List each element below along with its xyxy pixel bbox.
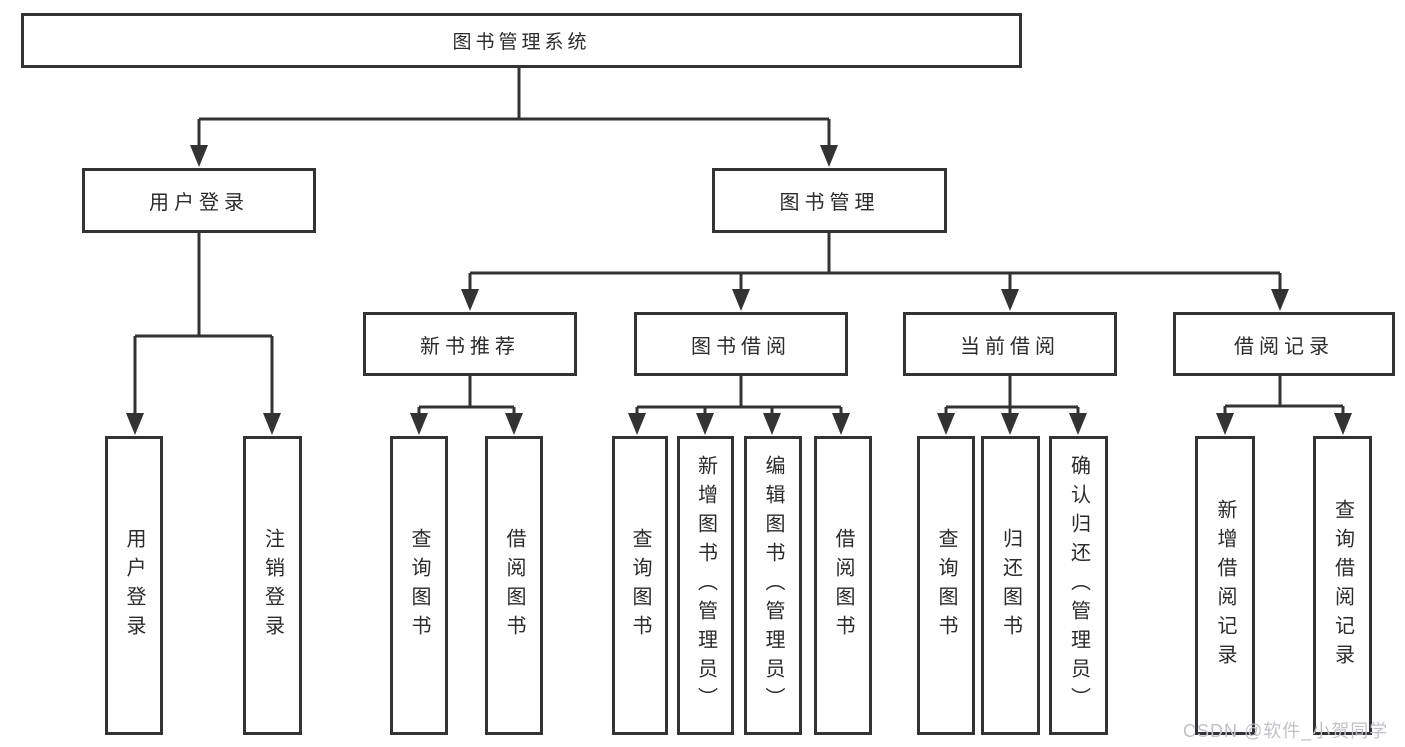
leaf-add-borrow-record-label: 新增借阅记录 bbox=[1214, 498, 1236, 673]
node-book-management: 图书管理 bbox=[712, 168, 947, 233]
leaf-borrow-books-2-label: 借阅图书 bbox=[832, 527, 854, 644]
leaf-user-login-label: 用户登录 bbox=[123, 527, 145, 644]
node-current-borrow: 当前借阅 bbox=[903, 312, 1117, 376]
csdn-watermark: CSDN @软件_小贺同学 bbox=[1183, 721, 1389, 741]
leaf-return-books: 归还图书 bbox=[981, 436, 1040, 735]
leaf-add-books-admin: 新增图书（管理员） bbox=[677, 436, 734, 735]
leaf-borrow-books-2: 借阅图书 bbox=[814, 436, 872, 735]
connector-paths bbox=[133, 68, 1345, 415]
leaf-query-borrow-record: 查询借阅记录 bbox=[1313, 436, 1372, 735]
leaf-query-books-3: 查询图书 bbox=[917, 436, 975, 735]
leaf-query-books-1: 查询图书 bbox=[390, 436, 448, 735]
leaf-logout: 注销登录 bbox=[243, 436, 302, 735]
leaf-confirm-return-admin: 确认归还（管理员） bbox=[1049, 436, 1108, 735]
leaf-borrow-books-1-label: 借阅图书 bbox=[503, 527, 525, 644]
leaf-confirm-return-admin-label: 确认归还（管理员） bbox=[1067, 455, 1090, 716]
node-book-borrow: 图书借阅 bbox=[634, 312, 848, 376]
leaf-edit-books-admin-label: 编辑图书（管理员） bbox=[762, 455, 784, 716]
leaf-edit-books-admin: 编辑图书（管理员） bbox=[744, 436, 802, 735]
leaf-query-books-3-label: 查询图书 bbox=[935, 527, 957, 644]
leaf-logout-label: 注销登录 bbox=[261, 527, 284, 644]
node-user-login: 用户登录 bbox=[82, 168, 316, 233]
leaf-add-books-admin-label: 新增图书（管理员） bbox=[694, 455, 717, 716]
leaf-query-borrow-record-label: 查询借阅记录 bbox=[1331, 498, 1354, 673]
leaf-query-books-2: 查询图书 bbox=[612, 436, 668, 735]
leaf-query-books-1-label: 查询图书 bbox=[408, 527, 430, 644]
leaf-query-books-2-label: 查询图书 bbox=[629, 527, 651, 644]
node-root: 图书管理系统 bbox=[21, 13, 1022, 68]
arrowheads bbox=[126, 145, 1352, 435]
leaf-user-login: 用户登录 bbox=[105, 436, 163, 735]
node-borrow-records: 借阅记录 bbox=[1173, 312, 1395, 376]
leaf-add-borrow-record: 新增借阅记录 bbox=[1195, 436, 1255, 735]
leaf-return-books-label: 归还图书 bbox=[999, 527, 1022, 644]
node-new-book-recommend: 新书推荐 bbox=[363, 312, 577, 376]
leaf-borrow-books-1: 借阅图书 bbox=[485, 436, 543, 735]
